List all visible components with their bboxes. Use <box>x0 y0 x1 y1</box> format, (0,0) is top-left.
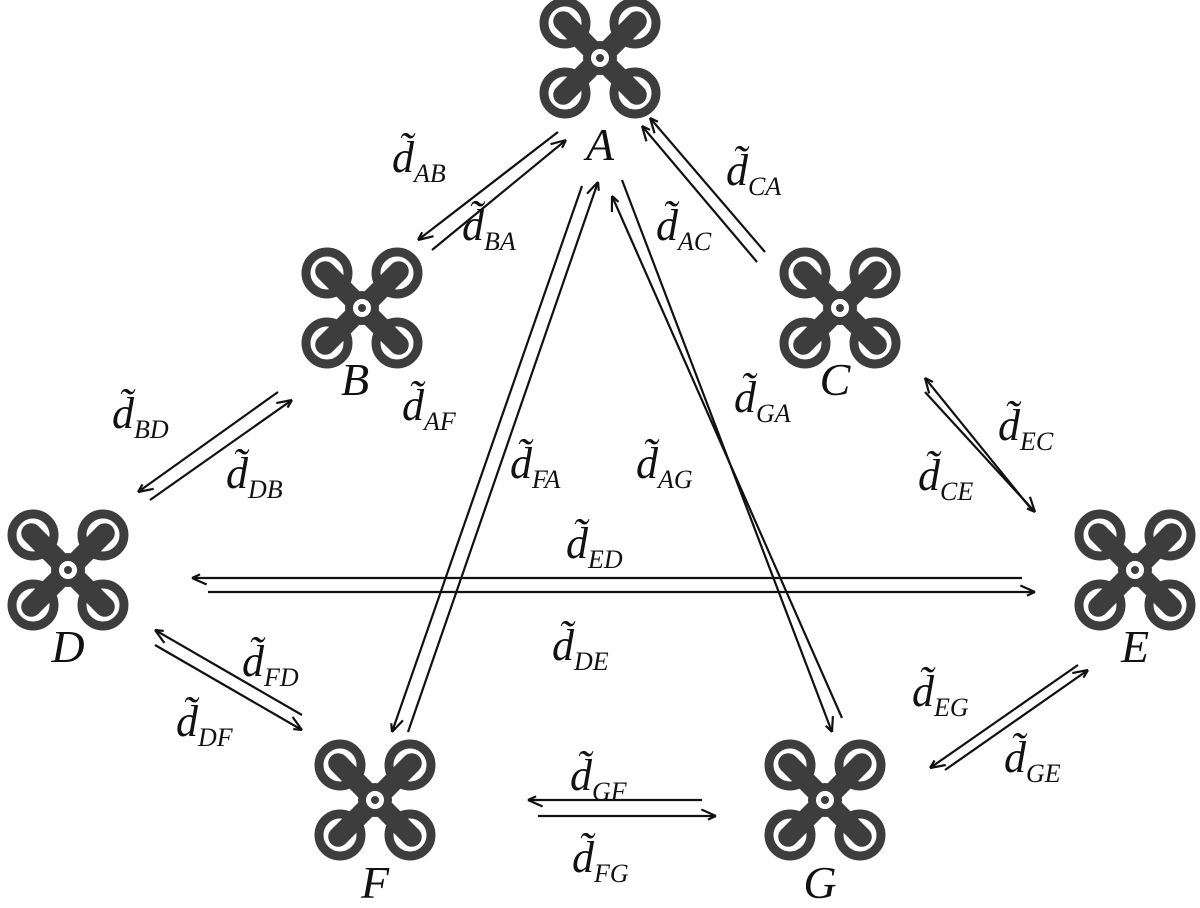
edge-symbol: d̃ <box>734 373 758 422</box>
arrow-ac <box>640 125 758 263</box>
edge-subscript: BD <box>134 415 169 444</box>
arrow-fa <box>406 181 600 733</box>
edge-subscript: DB <box>247 475 283 504</box>
arrow-ge <box>944 668 1089 771</box>
edge-symbol: d̃ <box>226 449 250 498</box>
edge-subscript: CA <box>748 172 781 201</box>
edge-symbol: d̃ <box>242 637 266 686</box>
edge-subscript: AB <box>412 159 446 188</box>
drone-icon <box>784 252 896 364</box>
edge-symbol: d̃ <box>572 833 596 882</box>
edge-symbol: d̃ <box>402 381 426 430</box>
edge-symbol: d̃ <box>176 697 200 746</box>
arrow-ab <box>417 131 559 242</box>
edge-symbol: d̃ <box>918 451 942 500</box>
arrow-ba <box>431 138 567 251</box>
arrow-db <box>149 398 293 501</box>
drone-icon <box>12 514 124 626</box>
edge-label-ge: d̃GE <box>1004 733 1061 788</box>
edge-subscript: BA <box>484 227 516 256</box>
node-label-d: D <box>50 621 84 672</box>
edge-subscript: FG <box>593 859 629 888</box>
edge-label-ed: d̃ED <box>566 519 623 574</box>
edge-symbol: d̃ <box>570 751 594 800</box>
edge-symbol: d̃ <box>392 133 416 182</box>
edge-subscript: ED <box>587 545 623 574</box>
edge-label-fd: d̃FD <box>242 637 299 692</box>
edge-subscript: CE <box>940 477 973 506</box>
arrow-bd <box>137 391 279 494</box>
edge-label-ga: d̃GA <box>734 373 791 428</box>
edge-label-de: d̃DE <box>552 621 609 676</box>
edge-label-ac: d̃AC <box>656 201 712 256</box>
edge-symbol: d̃ <box>912 667 936 716</box>
arrow-ed <box>191 573 1022 586</box>
arrow-ce <box>924 391 1037 514</box>
edge-symbol: d̃ <box>656 201 680 250</box>
edge-symbol: d̃ <box>566 519 590 568</box>
node-label-e: E <box>1120 621 1149 672</box>
arrow-de <box>208 584 1036 597</box>
edge-label-ec: d̃EC <box>998 401 1054 456</box>
edge-label-fg: d̃FG <box>572 833 629 888</box>
arrow-df <box>154 644 303 732</box>
node-label-f: F <box>360 857 390 908</box>
edge-label-gf: d̃GF <box>570 751 628 806</box>
node-label-c: C <box>820 354 852 405</box>
edge-subscript: GF <box>592 777 628 806</box>
node-label-b: B <box>341 354 369 405</box>
edge-label-df: d̃DF <box>176 697 234 752</box>
edge-subscript: AC <box>676 227 712 256</box>
drone-icon <box>769 744 881 856</box>
arrow-eg <box>929 664 1079 770</box>
edge-subscript: AF <box>422 407 457 436</box>
edge-subscript: GE <box>1026 759 1061 788</box>
drone-icon <box>306 252 418 364</box>
edge-symbol: d̃ <box>1004 733 1028 782</box>
edge-symbol: d̃ <box>726 146 750 195</box>
edge-subscript: GA <box>756 399 791 428</box>
edge-label-fa: d̃FA <box>510 439 561 494</box>
edge-label-ce: d̃CE <box>918 451 973 506</box>
edge-subscript: DE <box>573 647 609 676</box>
edge-label-ba: d̃BA <box>462 201 516 256</box>
arrow-fg <box>538 808 717 821</box>
edge-symbol: d̃ <box>462 201 486 250</box>
drone-icon <box>544 2 656 114</box>
node-label-g: G <box>803 857 836 908</box>
edge-symbol: d̃ <box>998 401 1022 450</box>
arrow-ga <box>610 195 844 719</box>
edge-symbol: d̃ <box>636 439 660 488</box>
edge-subscript: AG <box>656 465 693 494</box>
edge-subscript: EC <box>1019 427 1054 456</box>
edge-label-bd: d̃BD <box>112 389 169 444</box>
edge-label-eg: d̃EG <box>912 667 969 722</box>
edge-subscript: FD <box>263 663 299 692</box>
edge-label-af: d̃AF <box>402 381 457 436</box>
edge-subscript: DF <box>197 723 234 752</box>
drone-icon <box>319 744 431 856</box>
node-label-a: A <box>583 119 615 170</box>
arrow-ca <box>648 117 766 253</box>
edge-label-ab: d̃AB <box>392 133 446 188</box>
edge-symbol: d̃ <box>112 389 136 438</box>
drone-icon <box>1079 514 1191 626</box>
edge-label-ag: d̃AG <box>636 439 693 494</box>
edge-symbol: d̃ <box>552 621 576 670</box>
edge-subscript: FA <box>531 465 561 494</box>
edges-layer <box>137 117 1089 821</box>
arrow-fd <box>154 628 303 716</box>
arrow-af <box>390 185 584 733</box>
edge-symbol: d̃ <box>510 439 534 488</box>
arrow-gf <box>527 795 702 808</box>
edge-label-db: d̃DB <box>226 449 283 504</box>
edge-label-ca: d̃CA <box>726 146 781 201</box>
edge-subscript: EG <box>933 693 969 722</box>
